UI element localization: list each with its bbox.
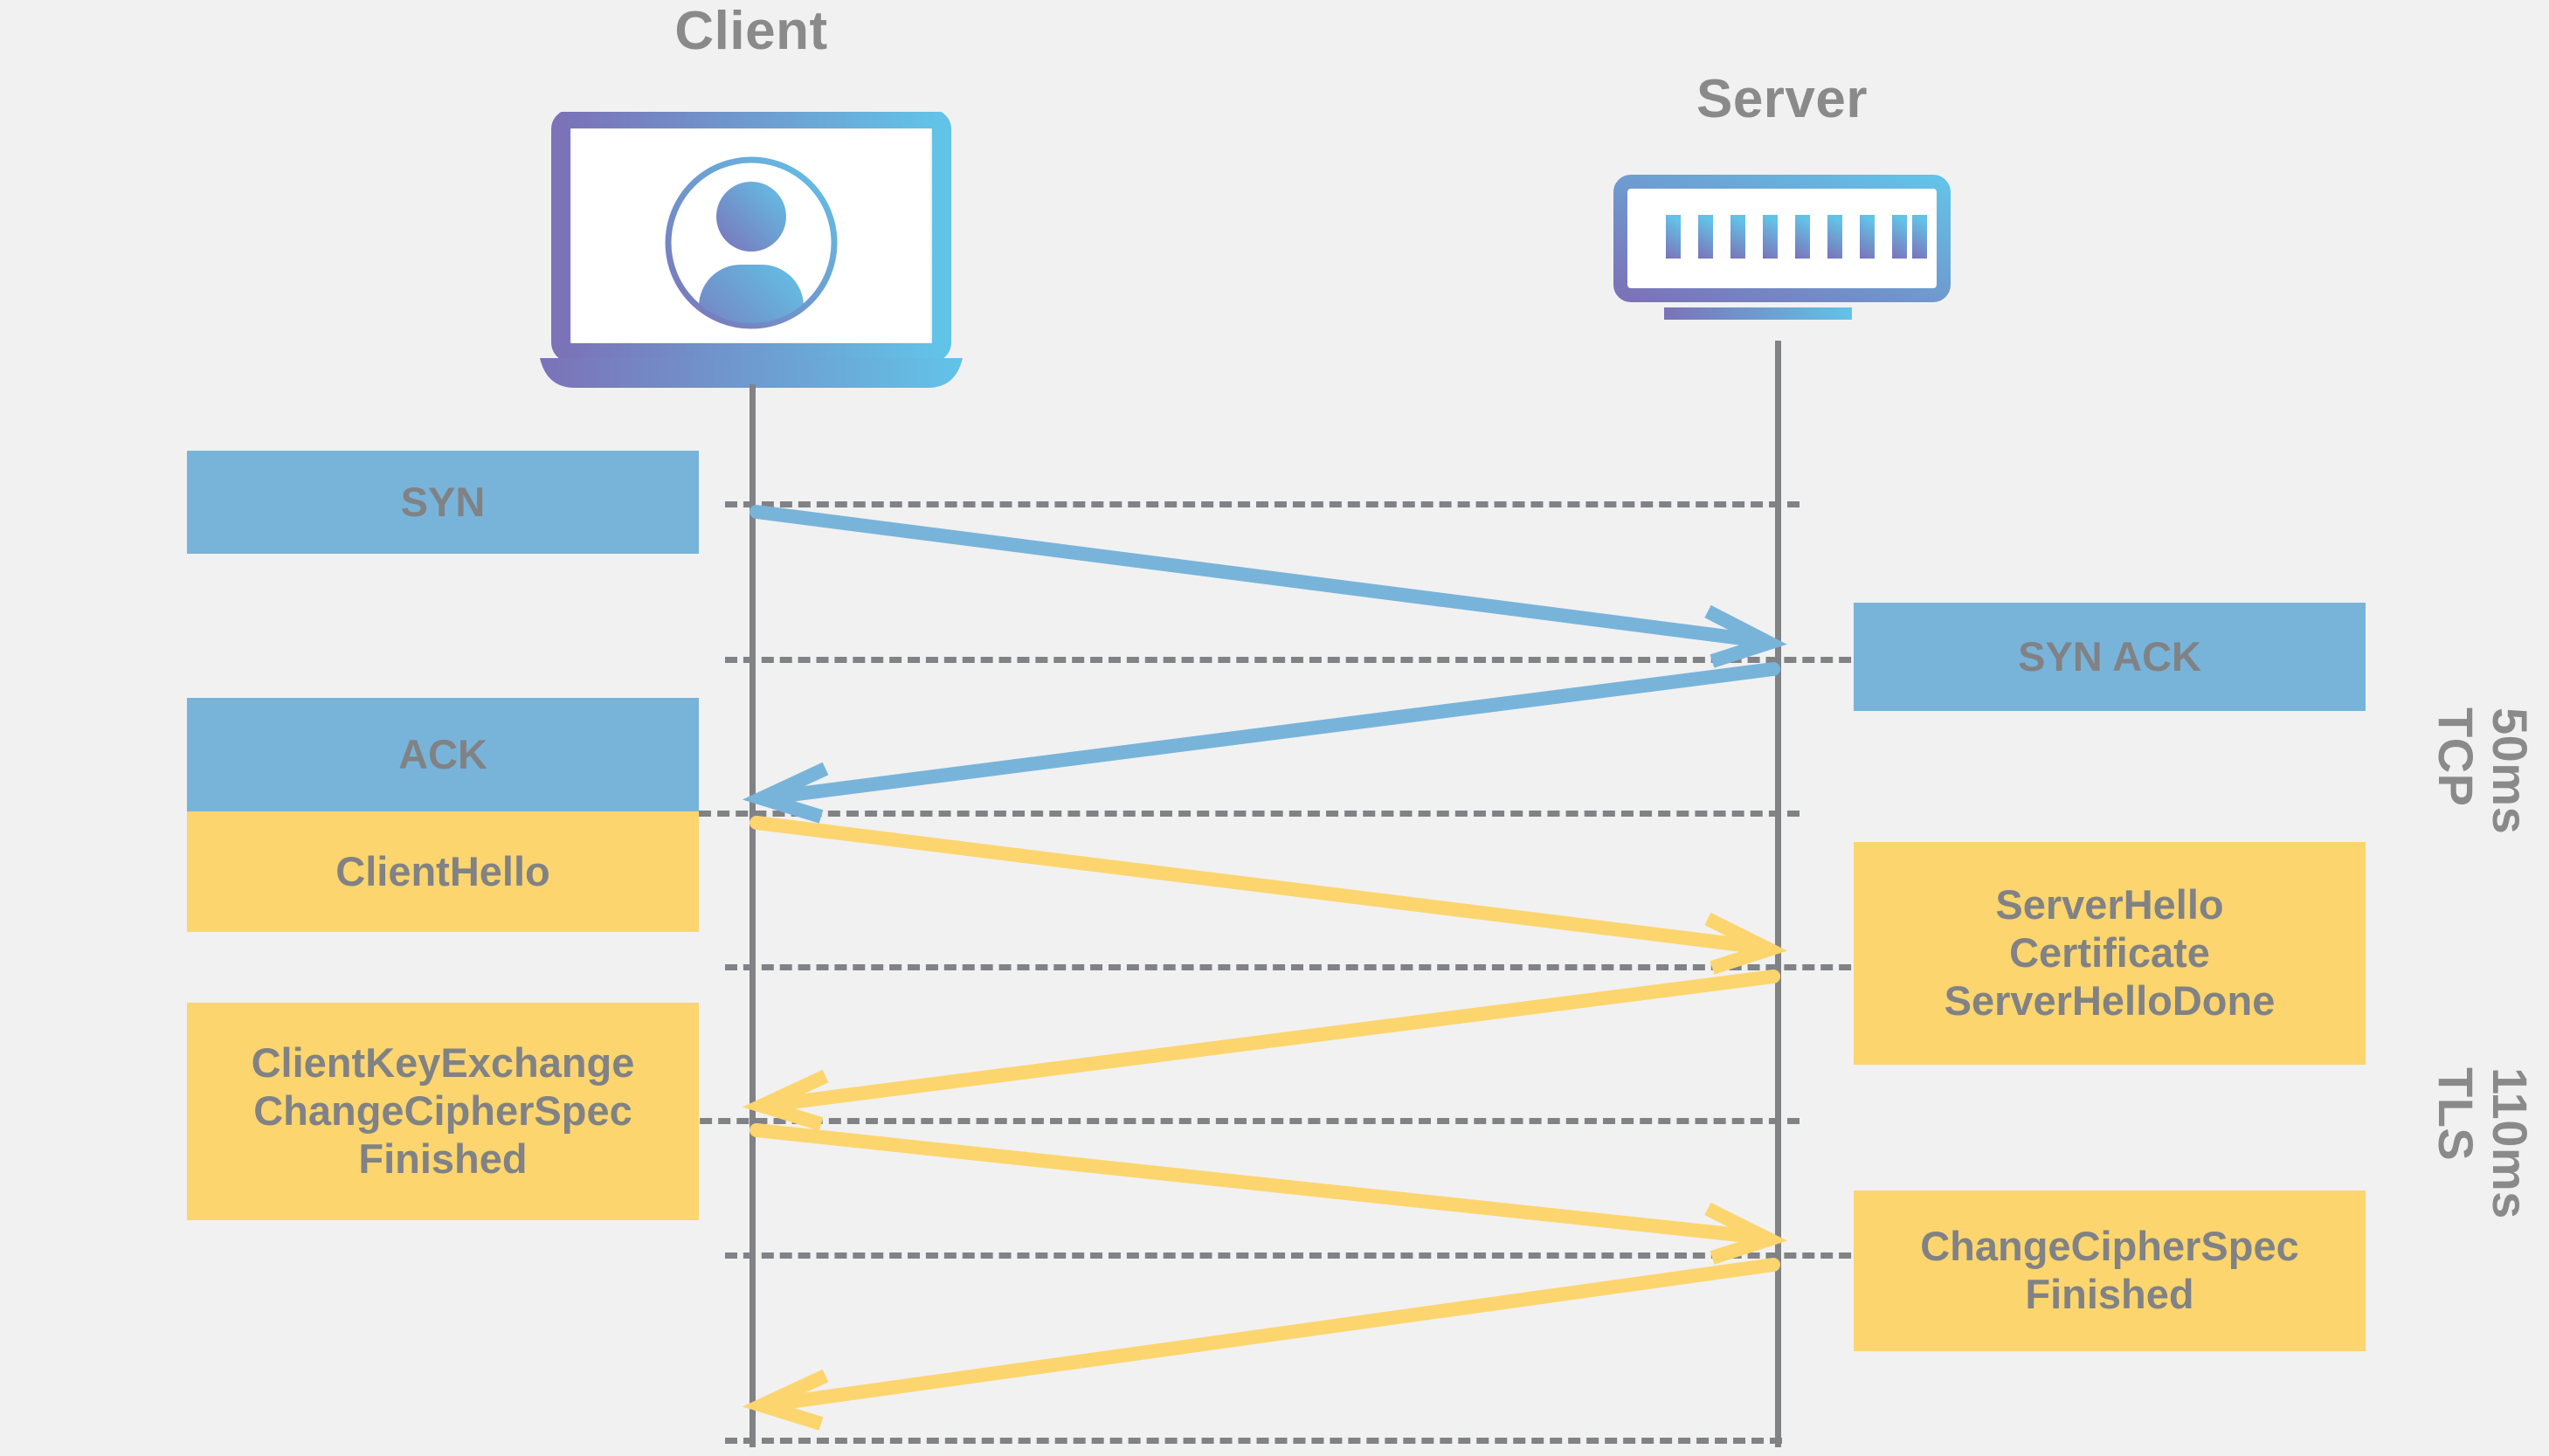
guideline-synack xyxy=(725,657,1869,663)
phase-tcp-name: TCP xyxy=(2428,707,2483,807)
phase-duration-tls: 110ms xyxy=(2483,1067,2538,1219)
phase-tls-name: TLS xyxy=(2428,1067,2483,1162)
arrow-server-change-cipher-spec xyxy=(742,1258,1780,1431)
message-label-ccs-line1: ChangeCipherSpec xyxy=(1920,1223,2299,1270)
server-lifeline xyxy=(1775,341,1781,1447)
phase-tcp-time: 50ms xyxy=(2483,707,2538,835)
client-lifeline xyxy=(750,384,756,1447)
arrow-syn-ack xyxy=(742,662,1780,824)
phase-duration-tcp: 50ms xyxy=(2483,707,2538,835)
laptop-user-icon xyxy=(524,109,978,391)
message-box-syn[interactable]: SYN xyxy=(187,451,699,554)
message-label-ack: ACK xyxy=(398,730,487,777)
message-label-server-hello-line3: ServerHelloDone xyxy=(1944,976,2276,1024)
arrow-syn xyxy=(750,505,1787,668)
phase-label-tcp: TCP xyxy=(2428,707,2483,807)
guideline-syn xyxy=(725,501,1799,507)
message-box-server-change-cipher-spec[interactable]: ChangeCipherSpec Finished xyxy=(1854,1190,2366,1351)
message-box-client-key-exchange[interactable]: ClientKeyExchange ChangeCipherSpec Finis… xyxy=(187,1003,699,1220)
message-label-cke-line3: Finished xyxy=(358,1135,528,1182)
guideline-hello xyxy=(725,964,1869,970)
guideline-ack xyxy=(699,811,1799,817)
phase-tls-time: 110ms xyxy=(2483,1067,2538,1219)
message-box-client-hello[interactable]: ClientHello xyxy=(187,811,699,932)
message-label-syn: SYN xyxy=(400,478,486,525)
client-actor-label: Client xyxy=(674,1,828,61)
message-box-syn-ack[interactable]: SYN ACK xyxy=(1854,603,2366,711)
arrow-client-hello xyxy=(750,816,1788,975)
guideline-ccs xyxy=(725,1252,1869,1259)
message-label-syn-ack: SYN ACK xyxy=(2018,632,2201,680)
phase-label-tls: TLS xyxy=(2428,1067,2483,1162)
message-label-client-hello: ClientHello xyxy=(335,847,550,894)
message-label-server-hello-line1: ServerHello xyxy=(1995,881,2224,928)
message-label-cke-line1: ClientKeyExchange xyxy=(251,1039,635,1087)
message-box-ack[interactable]: ACK xyxy=(187,698,699,811)
message-box-server-hello[interactable]: ServerHello Certificate ServerHelloDone xyxy=(1854,842,2366,1065)
message-label-cke-line2: ChangeCipherSpec xyxy=(253,1087,632,1134)
arrow-client-key-exchange xyxy=(750,1123,1788,1265)
server-actor-label: Server xyxy=(1696,69,1869,129)
message-label-server-hello-line2: Certificate xyxy=(2009,929,2210,976)
guideline-final xyxy=(725,1438,1782,1444)
arrow-server-hello xyxy=(742,970,1780,1131)
message-label-ccs-line2: Finished xyxy=(2025,1271,2194,1317)
server-rack-icon xyxy=(1612,175,1952,341)
guideline-cke xyxy=(681,1118,1799,1124)
